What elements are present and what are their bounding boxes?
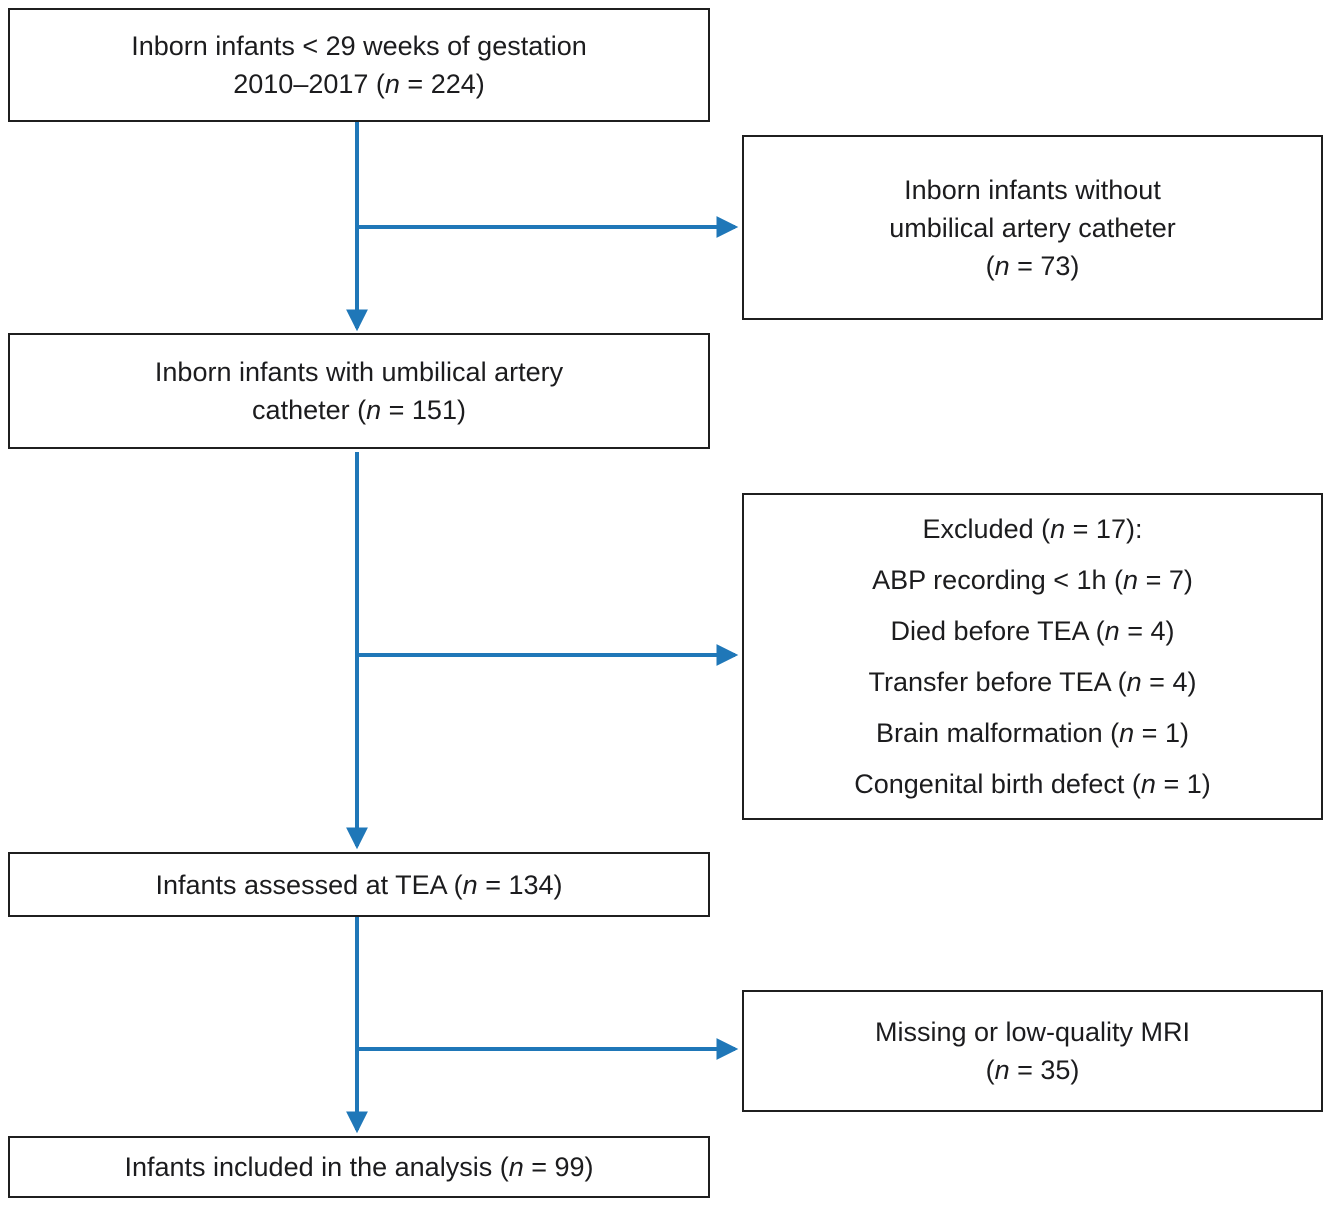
text-line: ABP recording < 1h (n = 7) <box>872 564 1193 595</box>
text-line: umbilical artery catheter <box>889 212 1176 243</box>
text-line: Inborn infants without <box>904 174 1161 205</box>
box-assessed-at-tea: Infants assessed at TEA (n = 134) <box>8 852 710 917</box>
text-line: 2010–2017 (n = 224) <box>233 69 485 99</box>
text-line: Inborn infants < 29 weeks of gestation <box>131 31 587 61</box>
text-line: Died before TEA (n = 4) <box>890 615 1175 646</box>
text-line: Excluded (n = 17): <box>922 513 1143 544</box>
box-missing-or-low-quality-mri: Missing or low-quality MRI (n = 35) <box>742 990 1323 1112</box>
text-line: Transfer before TEA (n = 4) <box>868 666 1197 697</box>
box-included-in-analysis: Infants included in the analysis (n = 99… <box>8 1136 710 1198</box>
text-line: (n = 35) <box>985 1055 1080 1085</box>
text-line: (n = 73) <box>985 250 1080 281</box>
box-excluded: Excluded (n = 17): ABP recording < 1h (n… <box>742 493 1323 820</box>
text-line: Brain malformation (n = 1) <box>876 717 1189 748</box>
text-line: Missing or low-quality MRI <box>874 1017 1191 1047</box>
text-line: catheter (n = 151) <box>252 395 466 425</box>
text-line: Infants included in the analysis (n = 99… <box>124 1152 594 1182</box>
box-with-umbilical-artery-catheter: Inborn infants with umbilical artery cat… <box>8 333 710 449</box>
text-line: Congenital birth defect (n = 1) <box>854 768 1211 799</box>
text-line: Inborn infants with umbilical artery <box>154 357 564 387</box>
text-line: Infants assessed at TEA (n = 134) <box>155 869 563 900</box>
box-inborn-infants-total: Inborn infants < 29 weeks of gestation 2… <box>8 8 710 122</box>
box-without-umbilical-artery-catheter: Inborn infants without umbilical artery … <box>742 135 1323 320</box>
